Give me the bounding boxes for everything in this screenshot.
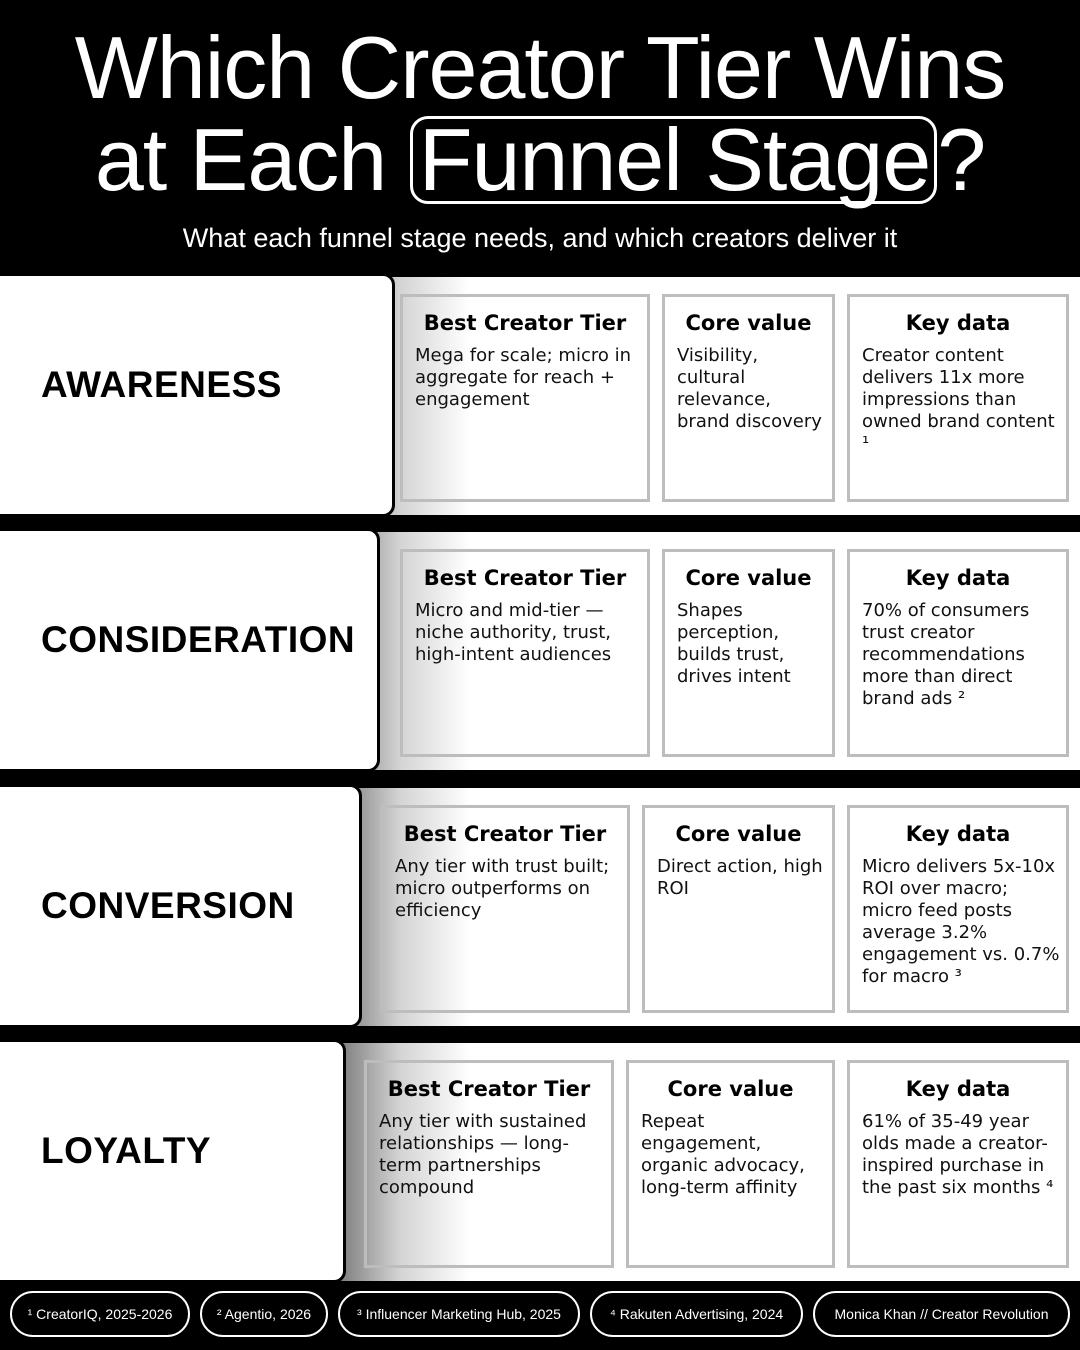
tier-heading: Best Creator Tier [423,566,627,590]
core-value-heading: Core value [685,566,812,590]
core-value-text: Visibility, cultural relevance, brand di… [677,345,822,432]
tier-card: Best Creator Tier Any tier with sustaine… [364,1060,614,1268]
key-data-heading: Key data [905,1077,1011,1101]
tier-card: Best Creator Tier Any tier with trust bu… [380,805,630,1013]
core-value-card: Core value Shapes perception, builds tru… [662,549,835,757]
key-data-text: Creator content delivers 11x more impres… [862,345,1055,454]
key-data-text: 61% of 35-49 year olds made a creator-in… [862,1111,1054,1198]
stage-name: LOYALTY [41,1130,212,1171]
tier-heading: Best Creator Tier [387,1077,591,1101]
key-data-heading: Key data [905,311,1011,335]
page-subtitle: What each funnel stage needs, and which … [182,223,898,253]
stage-row-loyalty: LOYALTY Best Creator Tier Any tier with … [0,1039,1080,1283]
stage-row-conversion: CONVERSION Best Creator Tier Any tier wi… [0,784,1080,1028]
key-data-text: 70% of consumers trust creator recommend… [862,600,1030,709]
page-title-line-1: Which Creator Tier Wins [74,18,1007,117]
tier-heading: Best Creator Tier [423,311,627,335]
key-data-text: Micro delivers 5x-10x ROI over macro; mi… [862,856,1060,987]
source-pill-2: ² Agentio, 2026 [200,1291,328,1337]
tier-text: Any tier with trust built; micro outperf… [395,856,610,921]
key-data-card: Key data 70% of consumers trust creator … [847,549,1069,757]
core-value-card: Core value Direct action, high ROI [642,805,835,1013]
footer: ¹ CreatorIQ, 2025-2026 ² Agentio, 2026 ³… [0,1282,1080,1350]
stage-name: CONSIDERATION [41,619,356,660]
stage-label-box: LOYALTY [0,1039,346,1283]
tier-text: Any tier with sustained relationships — … [379,1111,587,1198]
key-data-card: Key data Micro delivers 5x-10x ROI over … [847,805,1069,1013]
page-title-line-2: at Each Funnel Stage? [0,110,1080,210]
key-data-card: Key data 61% of 35-49 year olds made a c… [847,1060,1069,1268]
tier-card: Best Creator Tier Micro and mid-tier — n… [400,549,650,757]
core-value-heading: Core value [667,1077,794,1101]
source-pill-3: ³ Influencer Marketing Hub, 2025 [338,1291,580,1337]
stage-name: CONVERSION [41,885,295,926]
core-value-text: Repeat engagement, organic advocacy, lon… [641,1111,805,1198]
stage-label-box: CONVERSION [0,784,362,1028]
stage-name: AWARENESS [41,364,282,405]
source-pill-4: ⁴ Rakuten Advertising, 2024 [590,1291,803,1337]
key-data-card: Key data Creator content delivers 11x mo… [847,294,1069,502]
tier-text: Mega for scale; micro in aggregate for r… [415,345,631,410]
source-pill-1: ¹ CreatorIQ, 2025-2026 [10,1291,190,1337]
tier-card: Best Creator Tier Mega for scale; micro … [400,294,650,502]
core-value-card: Core value Repeat engagement, organic ad… [626,1060,835,1268]
stage-label-box: AWARENESS [0,273,395,517]
tier-text: Micro and mid-tier — niche authority, tr… [415,600,612,665]
key-data-heading: Key data [905,822,1011,846]
core-value-heading: Core value [675,822,802,846]
credit-pill: Monica Khan // Creator Revolution [813,1291,1070,1337]
core-value-card: Core value Visibility, cultural relevanc… [662,294,835,502]
stage-row-awareness: AWARENESS Best Creator Tier Mega for sca… [0,273,1080,517]
key-data-heading: Key data [905,566,1011,590]
title-highlight: Funnel Stage [409,116,938,204]
core-value-text: Shapes perception, builds trust, drives … [677,600,791,687]
core-value-text: Direct action, high ROI [657,856,823,899]
title-prefix: at Each [94,110,410,209]
stage-row-consideration: CONSIDERATION Best Creator Tier Micro an… [0,528,1080,772]
tier-heading: Best Creator Tier [403,822,607,846]
core-value-heading: Core value [685,311,812,335]
stage-label-box: CONSIDERATION [0,528,380,772]
title-suffix: ? [937,110,986,209]
